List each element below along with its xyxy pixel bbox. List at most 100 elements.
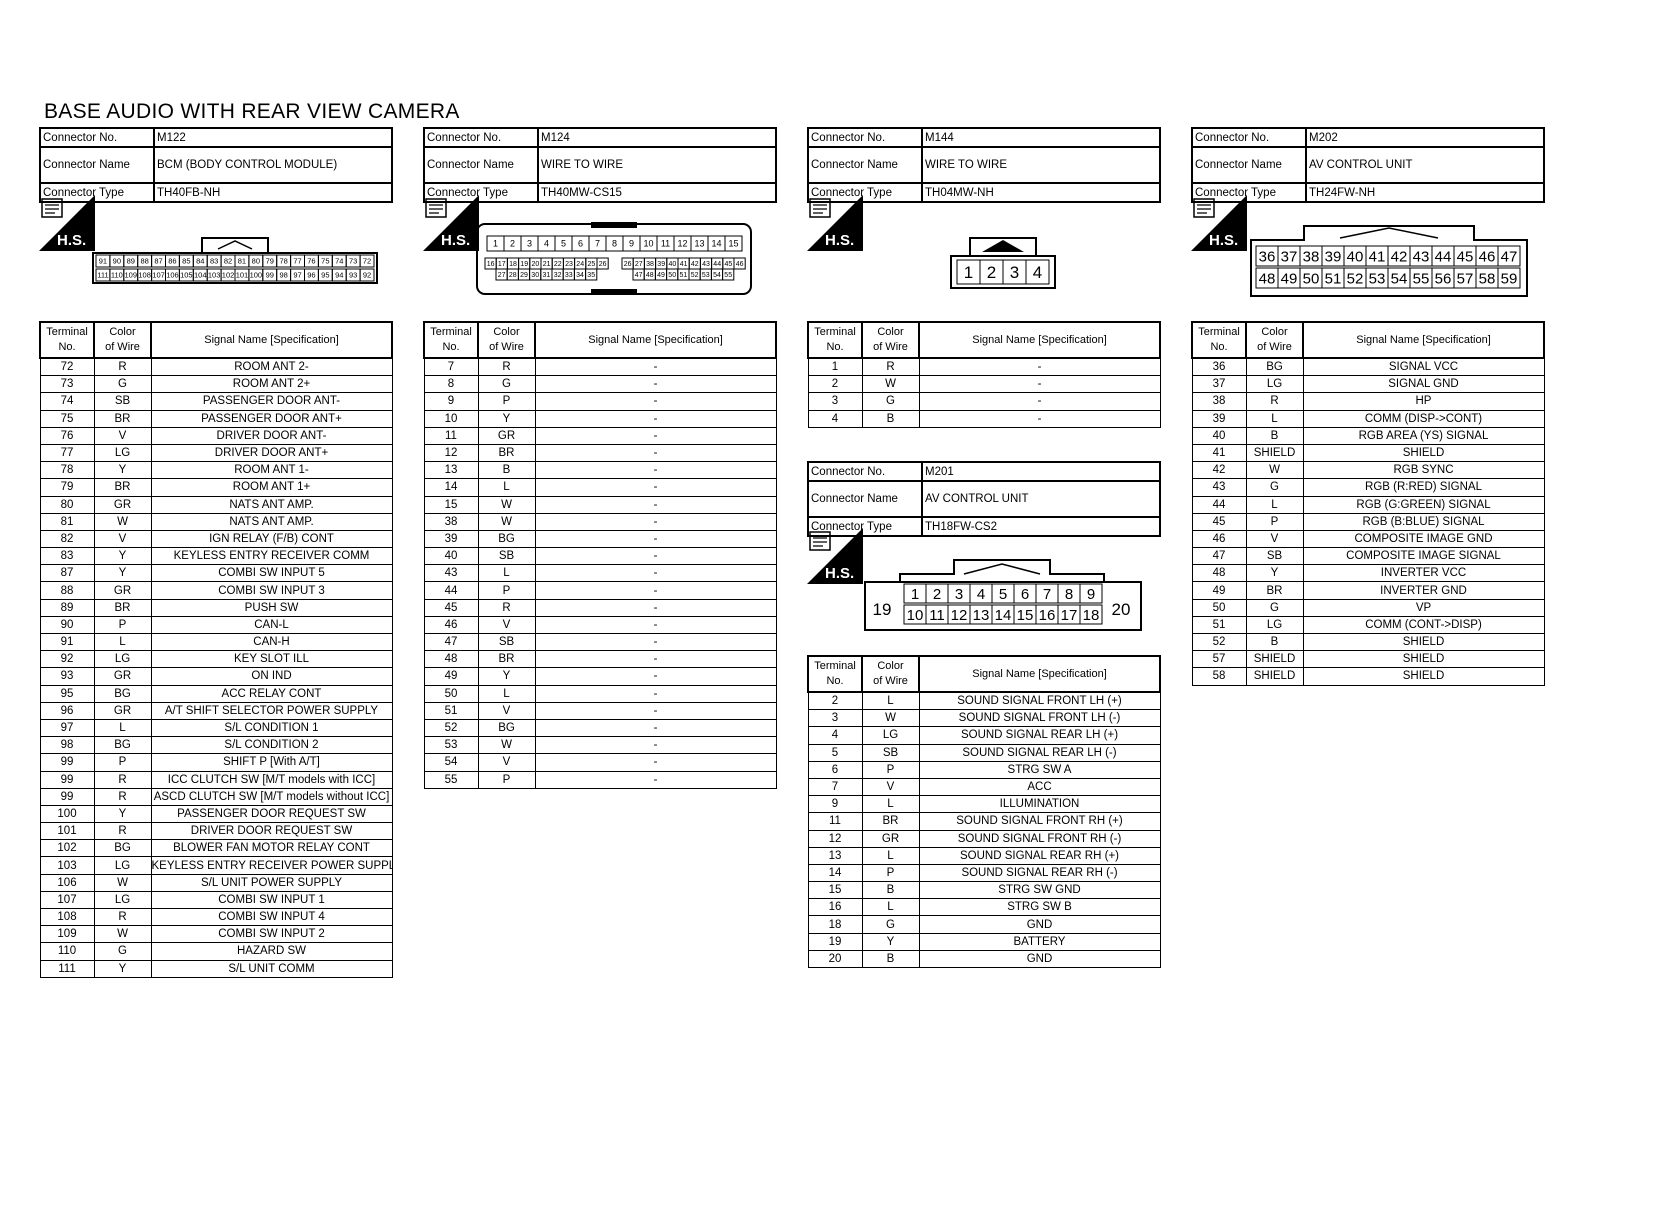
pin-cell: 40	[1343, 245, 1367, 267]
pin-number: 11	[929, 607, 945, 624]
pin-cell: 50	[1299, 267, 1323, 289]
pin-number: 3	[955, 586, 963, 603]
terminal-no: 38	[1191, 392, 1247, 411]
pin-cell: 26	[621, 257, 634, 270]
connector-type-value: TH40MW-CS15	[537, 182, 777, 203]
pin-cell: 16	[484, 257, 497, 270]
signal-name: -	[534, 632, 777, 652]
wire-color: L	[477, 478, 536, 497]
signal-name: SOUND SIGNAL FRONT RH (+)	[918, 812, 1161, 831]
terminal-no: 38	[423, 512, 479, 531]
pin-number: 5	[999, 586, 1007, 603]
signal-name: INVERTER VCC	[1302, 564, 1545, 583]
pin-cell: 54	[710, 268, 724, 281]
pin-cell: 84	[192, 254, 208, 268]
pin-cell: 44	[1431, 245, 1455, 267]
wire-color: SB	[1245, 547, 1304, 566]
pin-number: 103	[208, 271, 221, 280]
terminal-no: 99	[39, 770, 95, 789]
terminal-no: 90	[39, 615, 95, 635]
signal-name: -	[534, 564, 777, 583]
pin-number: 50	[668, 272, 676, 279]
pin-number: 27	[635, 261, 643, 268]
signal-name: ROOM ANT 1+	[150, 478, 393, 497]
signal-name: S/L CONDITION 2	[150, 736, 393, 755]
signal-name: ACC	[918, 777, 1161, 797]
wire-color: R	[93, 907, 152, 927]
wire-color: P	[861, 863, 920, 883]
terminal-no: 4	[807, 409, 863, 428]
pin-cell: 48	[1255, 267, 1279, 289]
wire-color: R	[93, 357, 152, 377]
pin-number: 6	[578, 239, 583, 249]
wire-color: L	[477, 564, 536, 583]
wire-color: SB	[93, 392, 152, 411]
pin-number: 37	[1281, 248, 1298, 265]
signal-name: COMBI SW INPUT 2	[150, 925, 393, 944]
terminal-no: 16	[807, 898, 863, 917]
signal-name: SOUND SIGNAL REAR LH (+)	[918, 726, 1161, 745]
terminal-no: 58	[1191, 667, 1247, 686]
pin-cell: 38	[1299, 245, 1323, 267]
pin-number: 7	[1043, 586, 1051, 603]
connector-name-value: WIRE TO WIRE	[537, 146, 777, 184]
pin-number: 51	[1325, 270, 1342, 287]
pin-number: 9	[1087, 586, 1095, 603]
wire-color: SHIELD	[1245, 443, 1304, 463]
pin-number: 52	[691, 272, 699, 279]
pin-cell: 5	[991, 583, 1015, 604]
terminal-no: 14	[423, 478, 479, 497]
pin-cell: 46	[1475, 245, 1499, 267]
wire-color: BR	[861, 812, 920, 831]
pin-number: 93	[349, 271, 357, 280]
signal-name: STRG SW GND	[918, 881, 1161, 900]
pin-cell: 7	[1035, 583, 1059, 604]
wire-color: G	[1245, 598, 1304, 617]
pin-cell: 51	[1321, 267, 1345, 289]
pin-cell: 21	[540, 257, 553, 270]
signal-name: -	[918, 392, 1161, 411]
pin-cell: 18	[506, 257, 520, 270]
wire-color: W	[93, 925, 152, 944]
wire-color: W	[1245, 461, 1304, 480]
terminal-no: 2	[807, 691, 863, 711]
signal-name: S/L CONDITION 1	[150, 718, 393, 738]
pin-number: 45	[725, 261, 733, 268]
pin-cell: 92	[359, 268, 375, 282]
terminal-no: 100	[39, 804, 95, 824]
pin-cell: 14	[707, 235, 726, 252]
pin-cell: 28	[506, 268, 519, 281]
pin-number: 46	[1479, 248, 1496, 265]
pin-number: 94	[335, 271, 343, 280]
wire-color: BR	[93, 598, 152, 617]
wire-color: LG	[93, 856, 152, 875]
terminal-no: 102	[39, 839, 95, 858]
wire-color: W	[477, 495, 536, 514]
wire-color: BG	[93, 736, 152, 755]
